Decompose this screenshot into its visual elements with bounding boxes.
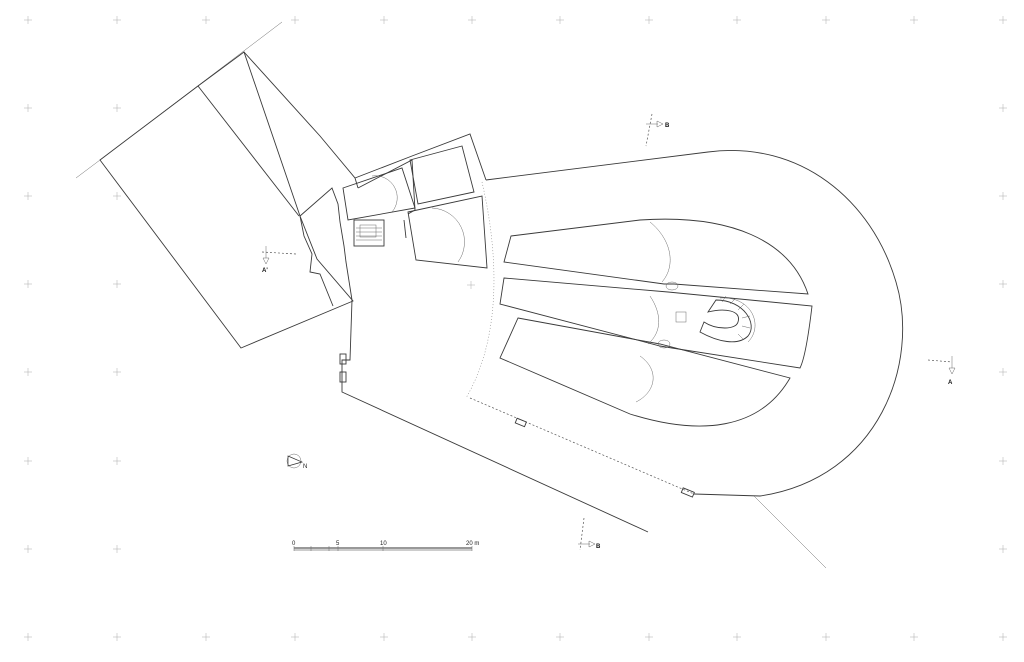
left-building <box>75 21 359 349</box>
north-arrow: N <box>286 453 307 470</box>
registration-cross <box>999 368 1007 376</box>
registration-cross <box>910 633 918 641</box>
registration-cross <box>380 16 388 24</box>
north-arrow-label: N <box>303 464 307 470</box>
registration-cross <box>999 192 1007 200</box>
registration-cross <box>202 633 210 641</box>
section-label-a-prime: A' <box>262 268 268 274</box>
registration-cross <box>999 633 1007 641</box>
section-marker-a: A <box>927 356 956 386</box>
registration-cross <box>645 633 653 641</box>
registration-marks <box>24 16 1007 641</box>
registration-cross <box>999 280 1007 288</box>
section-marker-a-prime: A' <box>261 246 297 274</box>
registration-cross <box>113 368 121 376</box>
registration-cross <box>24 545 32 553</box>
section-label-a: A <box>948 380 953 386</box>
section-label-b-bottom: B <box>596 544 601 550</box>
section-label-b-top: B <box>665 123 670 129</box>
registration-cross <box>999 16 1007 24</box>
registration-cross <box>822 16 830 24</box>
scale-tick-20: 20 m <box>466 541 479 547</box>
registration-cross <box>556 633 564 641</box>
registration-cross <box>113 280 121 288</box>
u-shaped-hall <box>465 150 903 569</box>
registration-cross <box>24 16 32 24</box>
registration-cross <box>24 280 32 288</box>
scale-bar: 0 5 10 20 m <box>292 541 479 551</box>
registration-cross <box>24 368 32 376</box>
registration-cross <box>113 104 121 112</box>
scale-tick-0: 0 <box>292 541 296 547</box>
registration-cross <box>733 16 741 24</box>
registration-cross <box>733 633 741 641</box>
registration-cross <box>556 16 564 24</box>
registration-cross <box>999 457 1007 465</box>
center-mark <box>467 281 475 289</box>
registration-cross <box>113 16 121 24</box>
registration-cross <box>113 545 121 553</box>
registration-cross <box>291 16 299 24</box>
registration-cross <box>24 104 32 112</box>
registration-cross <box>468 633 476 641</box>
section-marker-b-top: B <box>645 113 670 147</box>
registration-cross <box>645 16 653 24</box>
registration-cross <box>202 16 210 24</box>
registration-cross <box>910 16 918 24</box>
registration-cross <box>291 633 299 641</box>
registration-cross <box>113 633 121 641</box>
central-block <box>299 133 649 533</box>
section-marker-b-bottom: B <box>578 517 601 551</box>
registration-cross <box>468 16 476 24</box>
registration-cross <box>113 457 121 465</box>
registration-cross <box>822 633 830 641</box>
registration-cross <box>113 192 121 200</box>
registration-cross <box>24 633 32 641</box>
scale-tick-10: 10 <box>380 541 387 547</box>
registration-cross <box>24 192 32 200</box>
registration-cross <box>24 457 32 465</box>
registration-cross <box>380 633 388 641</box>
registration-cross <box>999 545 1007 553</box>
scale-tick-5: 5 <box>336 541 340 547</box>
registration-cross <box>999 104 1007 112</box>
